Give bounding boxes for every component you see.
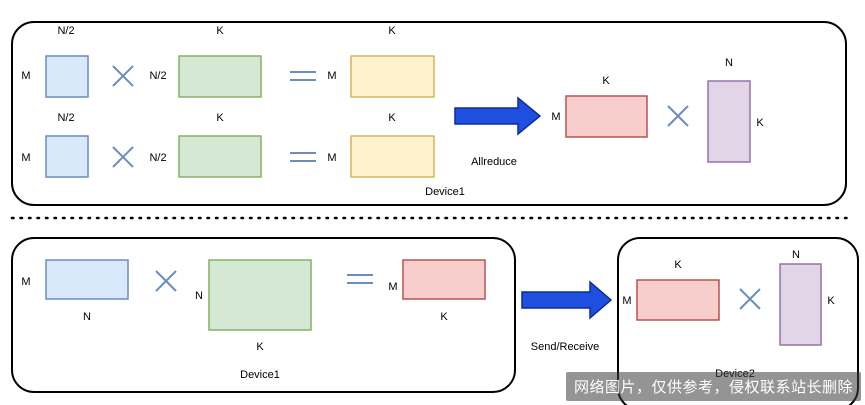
row1-b-left-label: N/2 <box>149 70 166 82</box>
bottom-multiply-icon <box>155 270 177 292</box>
reduced-output-left-label: M <box>551 111 560 123</box>
bottom-output-left-label: M <box>388 281 397 293</box>
reduced-output-block <box>565 95 648 138</box>
row1-weight-block <box>178 55 262 98</box>
device2-weight-right-label: K <box>827 295 835 307</box>
reduced-output-top-label: K <box>602 75 610 87</box>
bottom-equals-icon <box>347 274 373 284</box>
device2-weight-block <box>779 263 822 346</box>
row2-input-block <box>45 135 89 178</box>
bottom-left-panel-border <box>11 237 516 393</box>
watermark: 网络图片，仅供参考，侵权联系站长删除 <box>565 372 861 401</box>
top-multiply-icon <box>667 105 689 127</box>
top-panel-border <box>11 21 847 206</box>
send-receive-label: Send/Receive <box>531 341 600 353</box>
bottom-input-bottom-label: N <box>83 311 91 323</box>
bottom-output-bottom-label: K <box>440 311 448 323</box>
device2-multiply-icon <box>739 288 761 310</box>
bottom-input-block <box>45 259 129 300</box>
row1-multiply-icon <box>112 65 134 87</box>
row2-b-left-label: N/2 <box>149 152 166 164</box>
row1-c-top-label: K <box>388 25 396 37</box>
bottom-input-left-label: M <box>21 276 30 288</box>
bottom-right-panel-border <box>617 237 859 405</box>
row1-a-left-label: M <box>21 70 30 82</box>
row2-a-left-label: M <box>21 152 30 164</box>
row2-multiply-icon <box>112 146 134 168</box>
row1-a-top-label: N/2 <box>57 25 74 37</box>
send-receive-arrow-icon <box>521 280 613 320</box>
row2-b-top-label: K <box>216 112 224 124</box>
received-output-left-label: M <box>622 295 631 307</box>
row1-b-top-label: K <box>216 25 224 37</box>
bottom-device-label: Device1 <box>240 369 280 381</box>
row2-weight-block <box>178 135 262 178</box>
row2-c-left-label: M <box>327 152 336 164</box>
row1-partial-output-block <box>350 55 435 98</box>
row1-c-left-label: M <box>327 70 336 82</box>
row1-input-block <box>45 55 89 98</box>
bottom-output-block <box>402 259 486 300</box>
row2-a-top-label: N/2 <box>57 112 74 124</box>
next-weight-top-label: N <box>725 57 733 69</box>
allreduce-arrow-icon <box>454 96 542 136</box>
row2-partial-output-block <box>350 135 435 178</box>
bottom-weight-bottom-label: K <box>256 341 264 353</box>
allreduce-label: Allreduce <box>471 156 517 168</box>
top-device-label: Device1 <box>425 186 465 198</box>
bottom-weight-block <box>208 259 312 331</box>
next-weight-block <box>707 80 751 163</box>
next-weight-right-label: K <box>756 117 764 129</box>
bottom-weight-left-label: N <box>195 290 203 302</box>
row2-c-top-label: K <box>388 112 396 124</box>
received-output-block <box>636 279 720 321</box>
row2-equals-icon <box>290 152 316 162</box>
row1-equals-icon <box>290 71 316 81</box>
received-output-top-label: K <box>674 259 682 271</box>
device2-weight-top-label: N <box>792 249 800 261</box>
